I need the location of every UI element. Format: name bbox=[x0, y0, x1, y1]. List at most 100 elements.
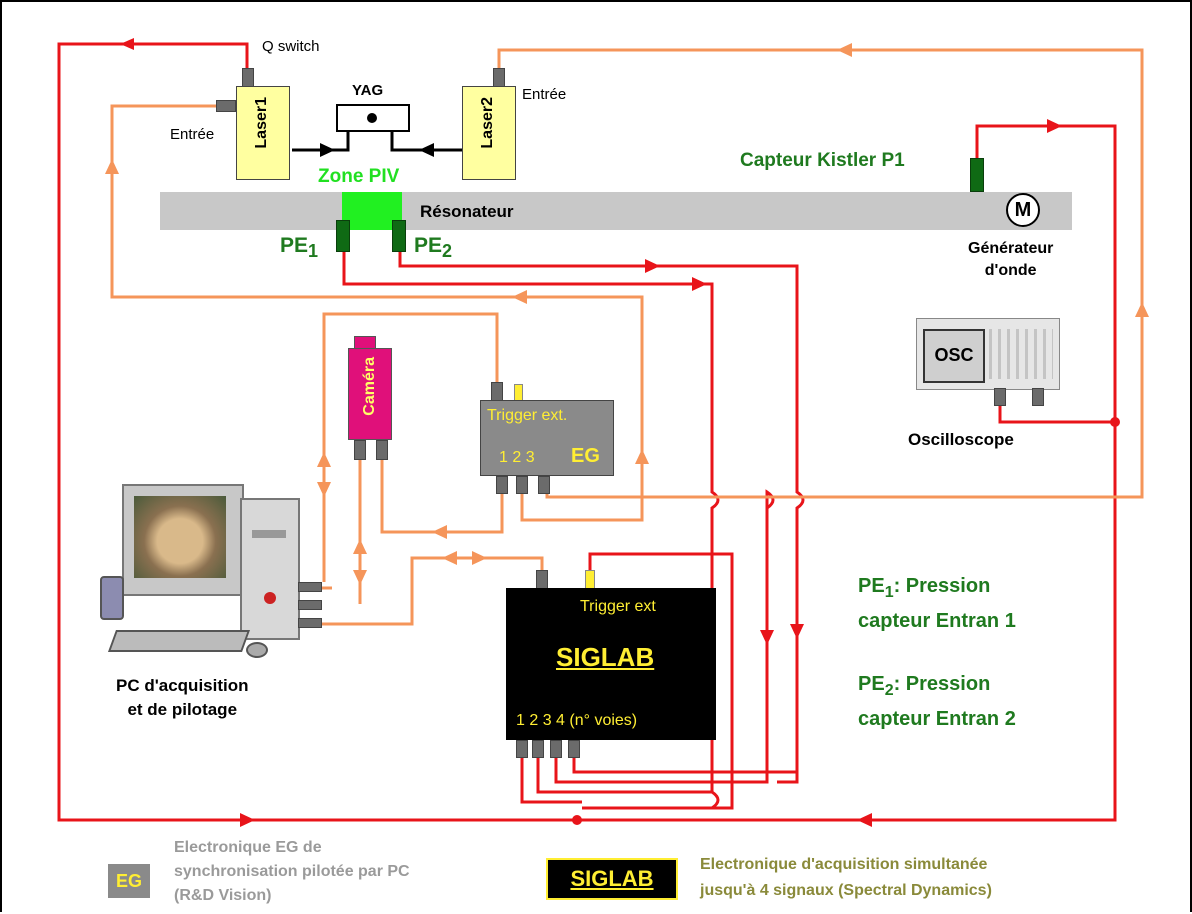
arrow-orange-left bbox=[105, 159, 119, 174]
legend-pe2-line1: PE2: Pression bbox=[858, 670, 1016, 705]
osc-port-2 bbox=[1032, 388, 1044, 406]
laser2-entree-port bbox=[493, 68, 505, 88]
pc-label-line1: PC d'acquisition bbox=[116, 674, 249, 698]
arrow-orange-sig-b bbox=[472, 551, 487, 565]
legend-pe2-main: PE bbox=[858, 673, 885, 695]
pe2-main: PE bbox=[414, 234, 442, 257]
arrow-orange-cam bbox=[432, 525, 447, 539]
motor-symbol: M bbox=[1015, 199, 1032, 221]
yag-dot bbox=[367, 113, 377, 123]
kistler-label: Capteur Kistler P1 bbox=[740, 150, 905, 172]
legend-eg-text: Electronique EG de synchronisation pilot… bbox=[174, 836, 410, 908]
laser1-label: Laser1 bbox=[253, 97, 271, 149]
arrow-orange-cam2-b bbox=[353, 570, 367, 585]
generateur-line1: Générateur bbox=[968, 238, 1053, 260]
generateur-line2: d'onde bbox=[968, 260, 1053, 282]
laser1-entree-port bbox=[216, 100, 236, 112]
pc-speaker bbox=[100, 576, 124, 620]
osc-port-1 bbox=[994, 388, 1006, 406]
camera-body: Caméra bbox=[348, 348, 392, 440]
legend-pe2-desc2: capteur Entran 2 bbox=[858, 705, 1016, 733]
legend-pe1-sub: 1 bbox=[885, 584, 894, 601]
legend-eg-badge: EG bbox=[108, 864, 150, 898]
motor-icon: M bbox=[1006, 193, 1040, 227]
pe1-label: PE1 bbox=[280, 234, 318, 262]
eg-label: EG bbox=[571, 445, 600, 468]
arrow-orange-cam2-a bbox=[353, 539, 367, 554]
arrow-bottom-left bbox=[240, 813, 255, 827]
qswitch-label: Q switch bbox=[262, 38, 320, 55]
arrow-down2 bbox=[790, 624, 804, 639]
camera-port-2 bbox=[376, 440, 388, 460]
legend-eg-badge-text: EG bbox=[116, 871, 142, 891]
resonator-label: Résonateur bbox=[420, 202, 514, 222]
pc-label-line2: et de pilotage bbox=[116, 698, 249, 722]
yag-label: YAG bbox=[352, 82, 383, 99]
legend-pe2-sub: 2 bbox=[885, 682, 894, 699]
siglab-ch3-port bbox=[550, 740, 562, 758]
resonator-bar bbox=[160, 192, 1072, 230]
laser1-box: Laser1 bbox=[236, 86, 290, 180]
pc-mouse bbox=[246, 642, 268, 658]
arrow-orange-eg-right bbox=[635, 449, 649, 464]
pc-label: PC d'acquisition et de pilotage bbox=[116, 674, 249, 722]
legend-siglab-line1: Electronique d'acquisition simultanée bbox=[700, 852, 992, 878]
arrow-pe2 bbox=[645, 259, 660, 273]
pe2-sub: 2 bbox=[442, 241, 452, 261]
wire-ch2 bbox=[538, 744, 712, 792]
eg-trigger-label: Trigger ext. bbox=[487, 407, 567, 425]
pc-tower bbox=[240, 498, 300, 640]
arrow-orange-top bbox=[837, 43, 852, 57]
eg-trigger-port bbox=[491, 382, 503, 402]
siglab-ch4-port bbox=[568, 740, 580, 758]
laser1-qswitch-port bbox=[242, 68, 254, 88]
siglab-ch2-port bbox=[532, 740, 544, 758]
legend-pe1: PE1: Pression capteur Entran 1 bbox=[858, 572, 1016, 635]
kistler-sensor bbox=[970, 158, 984, 192]
pc-screen-image bbox=[134, 496, 226, 578]
legend-eg-line1: Electronique EG de bbox=[174, 836, 410, 860]
osc-screen-text: OSC bbox=[934, 345, 973, 365]
camera-port-1 bbox=[354, 440, 366, 460]
legend-siglab-text: Electronique d'acquisition simultanée ju… bbox=[700, 852, 992, 904]
arrow-qswitch bbox=[120, 38, 134, 50]
siglab-trigger-label: Trigger ext bbox=[580, 598, 656, 616]
siglab-port-top bbox=[536, 570, 548, 590]
siglab-ch1-port bbox=[516, 740, 528, 758]
yag-box bbox=[336, 104, 410, 132]
eg-port-3 bbox=[538, 476, 550, 494]
camera-label: Caméra bbox=[361, 357, 379, 416]
generateur-label: Générateur d'onde bbox=[968, 238, 1053, 282]
legend-pe1-main: PE bbox=[858, 575, 885, 597]
beam-arrow-left bbox=[320, 143, 335, 157]
eg-box: Trigger ext. 1 2 3 EG bbox=[480, 400, 614, 476]
zone-piv-label: Zone PIV bbox=[318, 166, 399, 188]
legend-siglab-line2: jusqu'à 4 signaux (Spectral Dynamics) bbox=[700, 878, 992, 904]
legend-eg-line3: (R&D Vision) bbox=[174, 884, 410, 908]
oscilloscope-label: Oscilloscope bbox=[908, 430, 1014, 450]
arrow-orange-upper bbox=[512, 290, 527, 304]
junction-bottom bbox=[572, 815, 582, 825]
osc-knobs bbox=[989, 329, 1053, 379]
legend-siglab-badge: SIGLAB bbox=[546, 858, 678, 900]
pc-port-2 bbox=[298, 600, 322, 610]
siglab-channels: 1 2 3 4 (n° voies) bbox=[516, 712, 637, 730]
wire-osc bbox=[1000, 400, 1115, 422]
arrow-kistler bbox=[1047, 119, 1062, 133]
legend-pe2-desc1: : Pression bbox=[894, 673, 991, 695]
legend-pe1-line1: PE1: Pression bbox=[858, 572, 1016, 607]
pe1-sub: 1 bbox=[308, 241, 318, 261]
legend-pe1-desc1: : Pression bbox=[894, 575, 991, 597]
legend-pe1-desc2: capteur Entran 1 bbox=[858, 607, 1016, 635]
junction-osc bbox=[1110, 417, 1120, 427]
eg-port-2 bbox=[516, 476, 528, 494]
beam-arrow-right bbox=[419, 143, 434, 157]
arrow-pe1 bbox=[692, 277, 707, 291]
pc-keyboard bbox=[108, 630, 250, 652]
pc-monitor bbox=[122, 484, 244, 596]
pc-port-3 bbox=[298, 618, 322, 628]
osc-screen: OSC bbox=[923, 329, 985, 383]
arrow-orange-pc-b bbox=[317, 482, 331, 497]
legend-eg-line2: synchronisation pilotée par PC bbox=[174, 860, 410, 884]
